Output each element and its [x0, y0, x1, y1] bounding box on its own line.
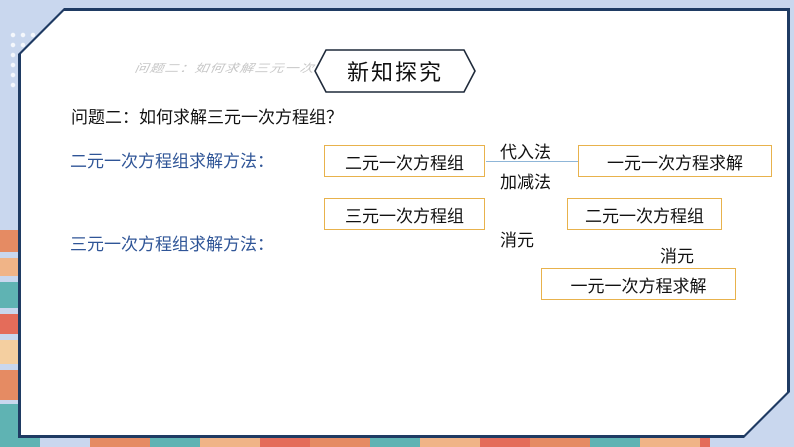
two-var-method-label: 二元一次方程组求解方法：	[70, 152, 274, 172]
one-var-solve-result-box: 一元一次方程求解	[541, 268, 736, 300]
substitution-label: 代入法	[500, 143, 551, 163]
elimination-label: 消元	[660, 247, 694, 267]
page-title: 新知探究	[346, 61, 443, 86]
elimination-label: 消元	[500, 231, 534, 251]
question-text: 问题二：如何求解三元一次方程组？	[71, 108, 343, 128]
addition-subtraction-label: 加减法	[500, 173, 551, 193]
three-var-system-box: 三元一次方程组	[324, 198, 485, 230]
three-var-method-label: 三元一次方程组求解方法：	[70, 235, 274, 255]
banner-shape	[314, 49, 476, 93]
title-banner: 新知探究	[314, 49, 476, 93]
decor-bottom-stripe	[90, 436, 710, 447]
two-var-system-result-box: 二元一次方程组	[567, 198, 722, 230]
two-var-system-box: 二元一次方程组	[324, 145, 485, 177]
connector-line	[486, 161, 578, 162]
one-var-solve-box: 一元一次方程求解	[578, 145, 772, 177]
